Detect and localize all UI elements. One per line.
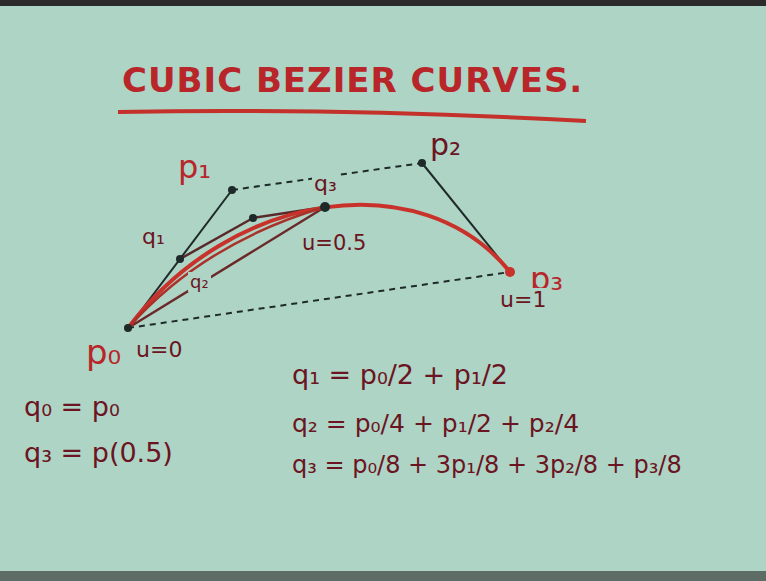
equation: q₁ = p₀/2 + p₁/2 — [290, 360, 510, 390]
title: CUBIC BEZIER CURVES. — [120, 62, 585, 99]
point-label: p₂ — [428, 128, 463, 161]
subdivision-point — [176, 255, 184, 263]
equation: q₀ = p₀ — [22, 392, 122, 422]
point-label: u=1 — [498, 288, 548, 312]
control-point — [228, 186, 236, 194]
subdivision-point — [249, 214, 257, 222]
construction-line — [128, 207, 325, 328]
bezier-curve — [128, 207, 325, 328]
point-label: u=0.5 — [300, 232, 368, 255]
point-label: p₁ — [176, 150, 213, 185]
point-label: p₀ — [84, 334, 123, 371]
board-edge — [0, 571, 766, 581]
control-point — [418, 159, 426, 167]
control-point — [124, 324, 132, 332]
subdivision-point — [320, 202, 330, 212]
equation: q₃ = p(0.5) — [22, 438, 175, 468]
equation: q₃ = p₀/8 + 3p₁/8 + 3p₂/8 + p₃/8 — [290, 452, 684, 478]
equation: q₂ = p₀/4 + p₁/2 + p₂/4 — [290, 410, 581, 438]
point-label: u=0 — [134, 338, 184, 362]
control-point — [505, 267, 515, 277]
title-underline — [118, 111, 586, 121]
point-label: q₁ — [140, 225, 167, 249]
bezier-curve — [128, 205, 510, 328]
point-label: q₃ — [312, 172, 339, 196]
board-edge — [0, 0, 766, 6]
point-label: q₂ — [188, 272, 211, 292]
chord — [128, 272, 510, 328]
